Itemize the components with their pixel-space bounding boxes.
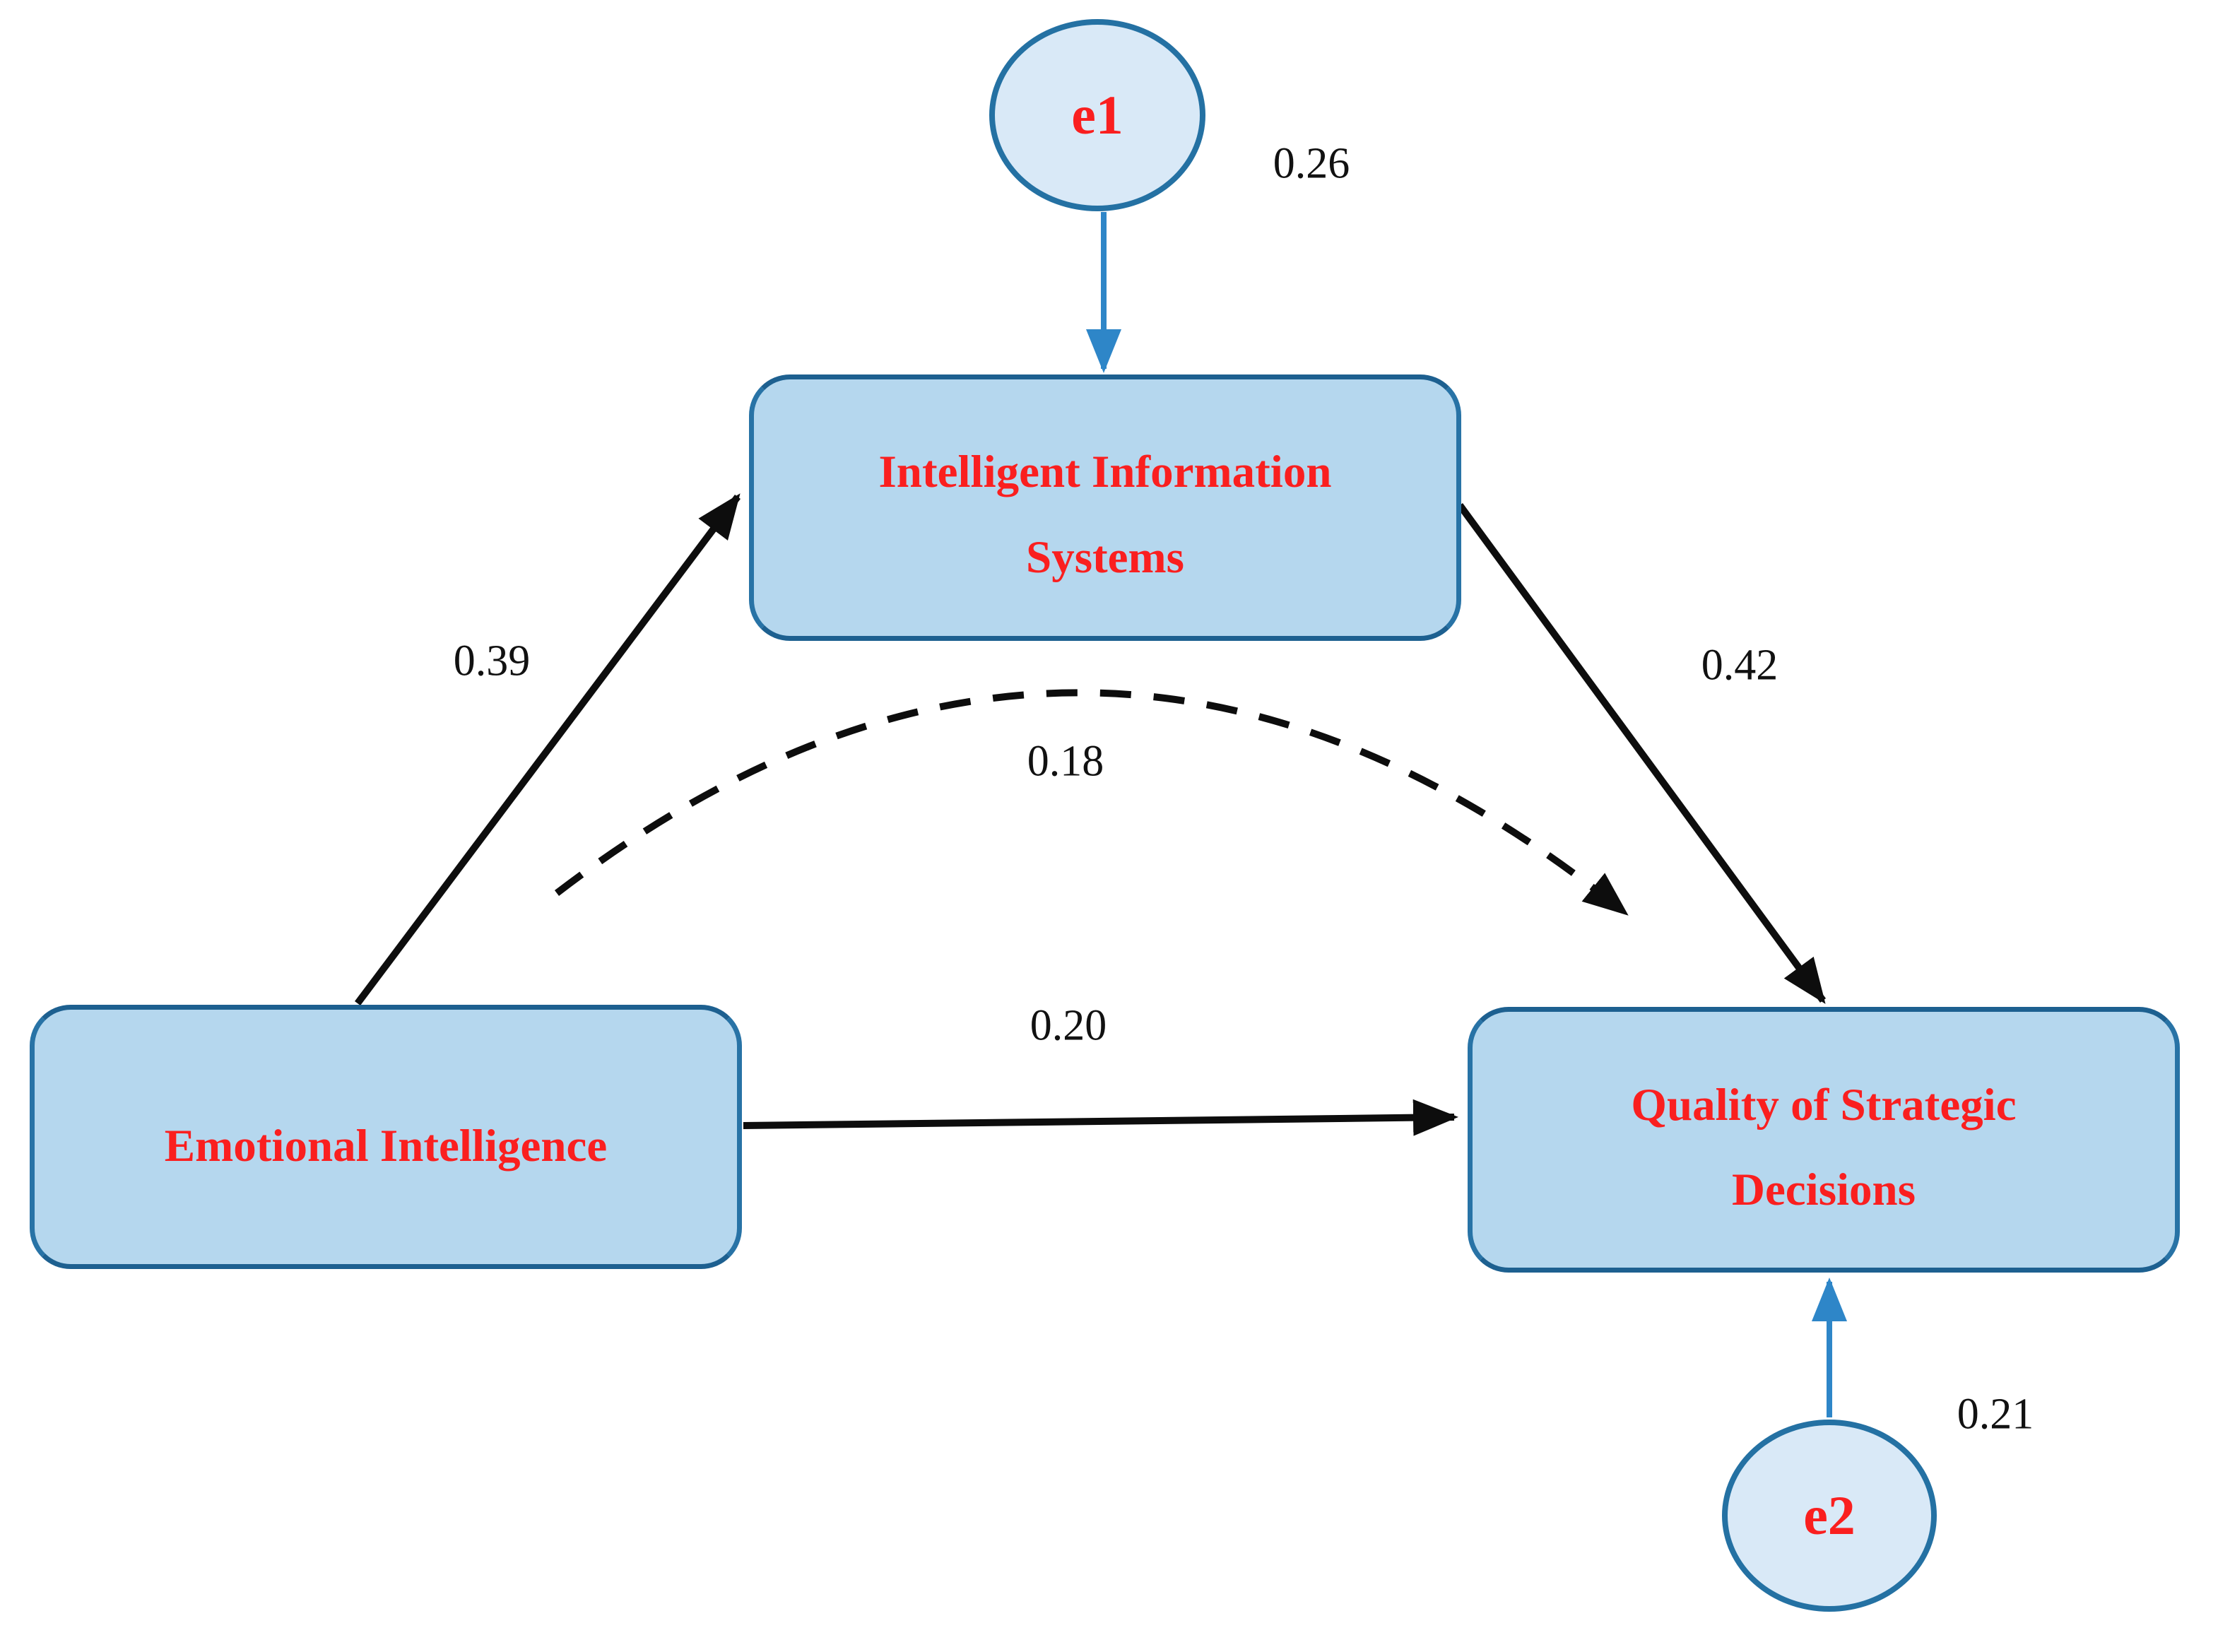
- coefficient-e1-variance: 0.26: [1273, 139, 1350, 188]
- coefficient-ei-to-qsd-indirect: 0.18: [1027, 737, 1104, 786]
- coefficient-e2-variance: 0.21: [1957, 1390, 2034, 1439]
- error-term-e2-circle: e2: [1722, 1420, 1937, 1612]
- node-iis-label-line2: Systems: [1026, 531, 1184, 583]
- node-intelligent-information-systems: Intelligent Information Systems: [749, 374, 1461, 641]
- node-emotional-intelligence: Emotional Intelligence: [30, 1005, 742, 1269]
- node-quality-of-strategic-decisions: Quality of Strategic Decisions: [1468, 1007, 2180, 1273]
- node-qsd-label-line1: Quality of Strategic: [1631, 1079, 2017, 1131]
- arrow-iis-to-qsd: [1456, 503, 1827, 1004]
- coefficient-iis-to-qsd: 0.42: [1701, 641, 1778, 690]
- node-qsd-label-line2: Decisions: [1732, 1164, 1916, 1215]
- error-term-e1-label: e1: [1071, 84, 1123, 146]
- arrow-ei-to-qsd-indirect: [554, 689, 1629, 916]
- error-term-e2-label: e2: [1803, 1485, 1856, 1546]
- coefficient-ei-to-qsd-direct: 0.20: [1030, 1001, 1107, 1050]
- node-ei-label: Emotional Intelligence: [164, 1120, 608, 1172]
- node-iis-label-line1: Intelligent Information: [878, 447, 1332, 498]
- error-term-e1-circle: e1: [989, 19, 1205, 211]
- arrow-ei-to-qsd-direct: [743, 1099, 1458, 1136]
- coefficient-ei-to-iis: 0.39: [453, 637, 531, 685]
- arrow-ei-to-iis: [355, 493, 741, 1006]
